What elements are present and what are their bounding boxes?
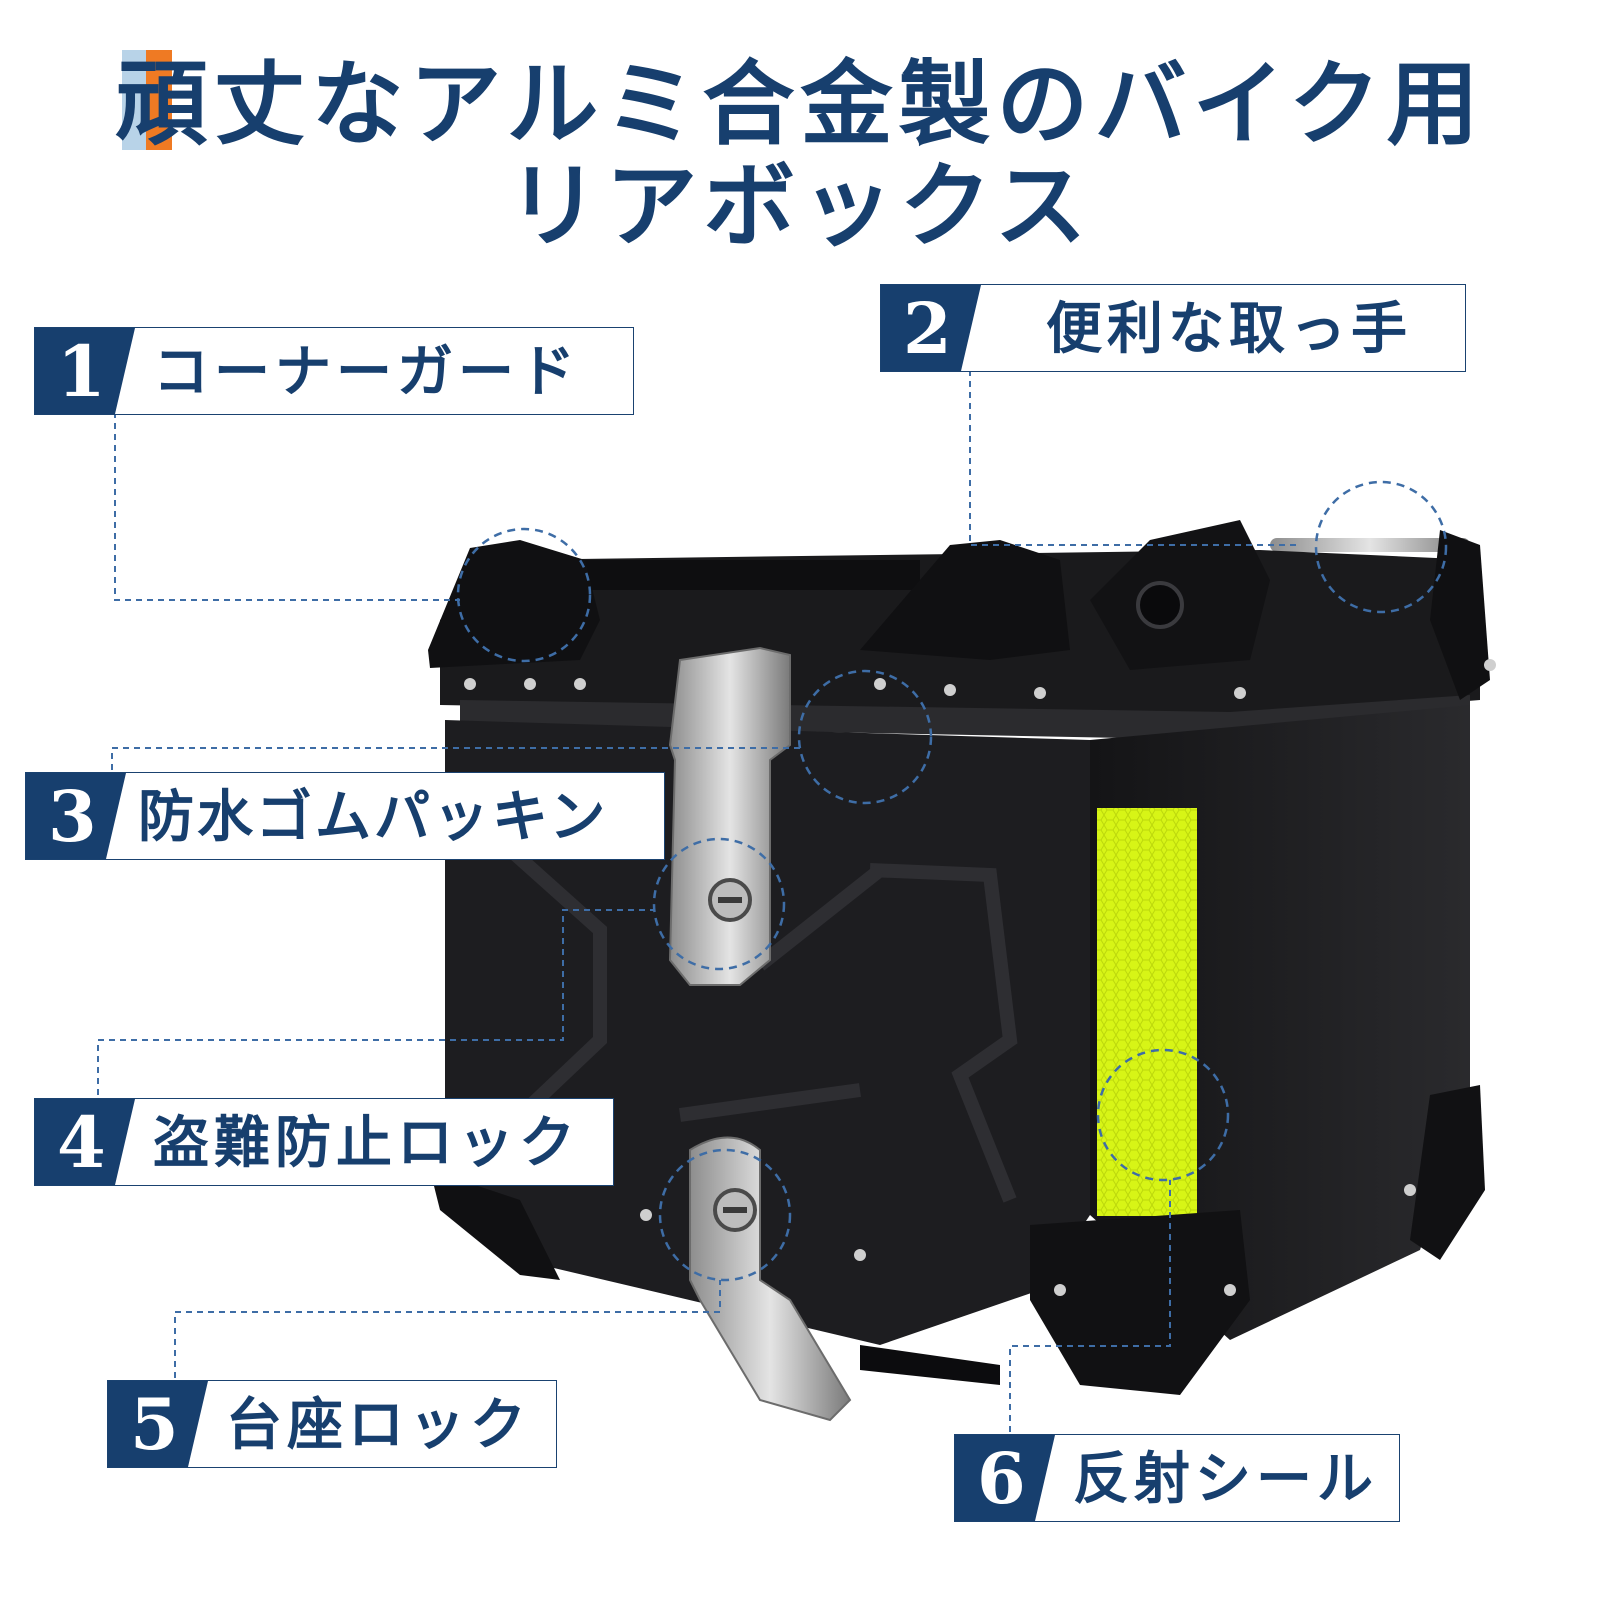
feature-text-6: 反射シール — [1073, 1446, 1378, 1512]
feature-label-5: 5 台座ロック — [107, 1380, 557, 1468]
leader-line-2 — [969, 370, 1300, 546]
leader-line-4 — [97, 909, 655, 1095]
leader-line-1 — [114, 412, 460, 601]
feature-number-5: 5 — [108, 1381, 208, 1467]
feature-text-4: 盗難防止ロック — [153, 1110, 580, 1176]
corner-guard-left — [428, 540, 600, 668]
feature-number-4: 4 — [35, 1099, 135, 1185]
leader-line-6 — [1009, 1180, 1171, 1432]
page-title-line2: リアボックス — [507, 152, 1093, 260]
callout-circle-5 — [658, 1148, 792, 1282]
callout-circle-1 — [456, 527, 592, 663]
feature-number-2: 2 — [881, 285, 981, 371]
page-title-line1: 頑丈なアルミ合金製のバイク用 — [115, 50, 1485, 158]
feature-text-1: コーナーガード — [153, 339, 580, 405]
feature-label-3: 3 防水ゴムパッキン — [25, 772, 665, 860]
callout-circle-6 — [1096, 1048, 1230, 1182]
title-accent-light — [122, 50, 148, 150]
feature-label-6: 6 反射シール — [954, 1434, 1400, 1522]
leader-line-3 — [111, 747, 800, 770]
feature-number-1: 1 — [35, 328, 135, 414]
reflector-strip — [1097, 808, 1197, 1216]
feature-label-1: 1 コーナーガード — [34, 327, 634, 415]
feature-label-4: 4 盗難防止ロック — [34, 1098, 614, 1186]
title-accent-orange — [146, 50, 172, 150]
callout-circle-4 — [652, 837, 786, 971]
feature-text-2: 便利な取っ手 — [1046, 296, 1412, 362]
corner-guard-right-front — [860, 540, 1070, 660]
feature-text-3: 防水ゴムパッキン — [138, 784, 609, 850]
upper-latch — [668, 646, 791, 986]
feature-text-5: 台座ロック — [226, 1392, 531, 1458]
feature-number-3: 3 — [26, 773, 126, 859]
callout-circle-2 — [1314, 480, 1448, 614]
callout-circle-3 — [797, 669, 933, 805]
leader-line-5 — [174, 1280, 721, 1378]
feature-label-2: 2 便利な取っ手 — [880, 284, 1466, 372]
handle-bar — [1270, 538, 1470, 552]
feature-number-6: 6 — [955, 1435, 1055, 1521]
